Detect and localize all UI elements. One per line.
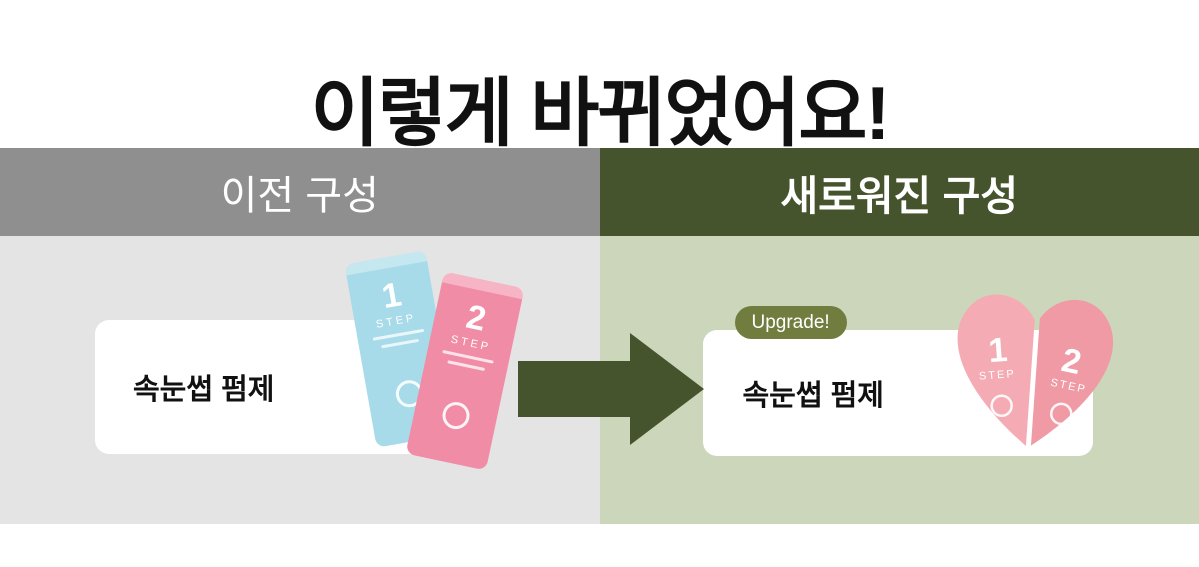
upgrade-badge: Upgrade! — [734, 306, 847, 339]
after-header-label: 새로워진 구성 — [780, 173, 1019, 219]
heart2-seal-icon — [1049, 402, 1072, 426]
upgrade-badge-label: Upgrade! — [751, 311, 830, 333]
after-panel-header: 새로워진 구성 — [599, 148, 1199, 236]
after-product-label: 속눈썹 펌제 — [742, 380, 884, 412]
before-panel-header: 이전 구성 — [0, 148, 600, 236]
before-panel: 이전 구성 속눈썹 펌제 1 STEP 2 STEP — [0, 148, 600, 524]
comparison-panels: 이전 구성 속눈썹 펌제 1 STEP 2 STEP — [0, 148, 1199, 524]
heart1-step-label: STEP — [978, 368, 1015, 383]
before-panel-body: 속눈썹 펌제 1 STEP 2 STEP — [0, 236, 600, 524]
heart1-number: 1 — [987, 331, 1009, 370]
before-header-label: 이전 구성 — [220, 174, 379, 218]
heart-packet: 1 STEP 2 STEP — [931, 269, 1139, 477]
heart-packet-icon: 1 STEP 2 STEP — [957, 294, 1113, 448]
after-panel-body: Upgrade! 속눈썹 펌제 1 STEP 2 STEP — [599, 236, 1199, 524]
sachet2-text-line — [447, 360, 486, 372]
sachet2-seal-icon — [439, 399, 472, 432]
arrow-right-icon — [518, 333, 704, 445]
before-to-after-arrow — [518, 333, 704, 450]
after-panel: 새로워진 구성 Upgrade! 속눈썹 펌제 1 STEP — [599, 148, 1199, 524]
page-title: 이렇게 바뀌었어요! — [310, 71, 891, 156]
before-product-label: 속눈썹 펌제 — [133, 374, 275, 406]
heart1-seal-icon — [989, 394, 1013, 417]
sachet1-text-line — [381, 338, 420, 349]
